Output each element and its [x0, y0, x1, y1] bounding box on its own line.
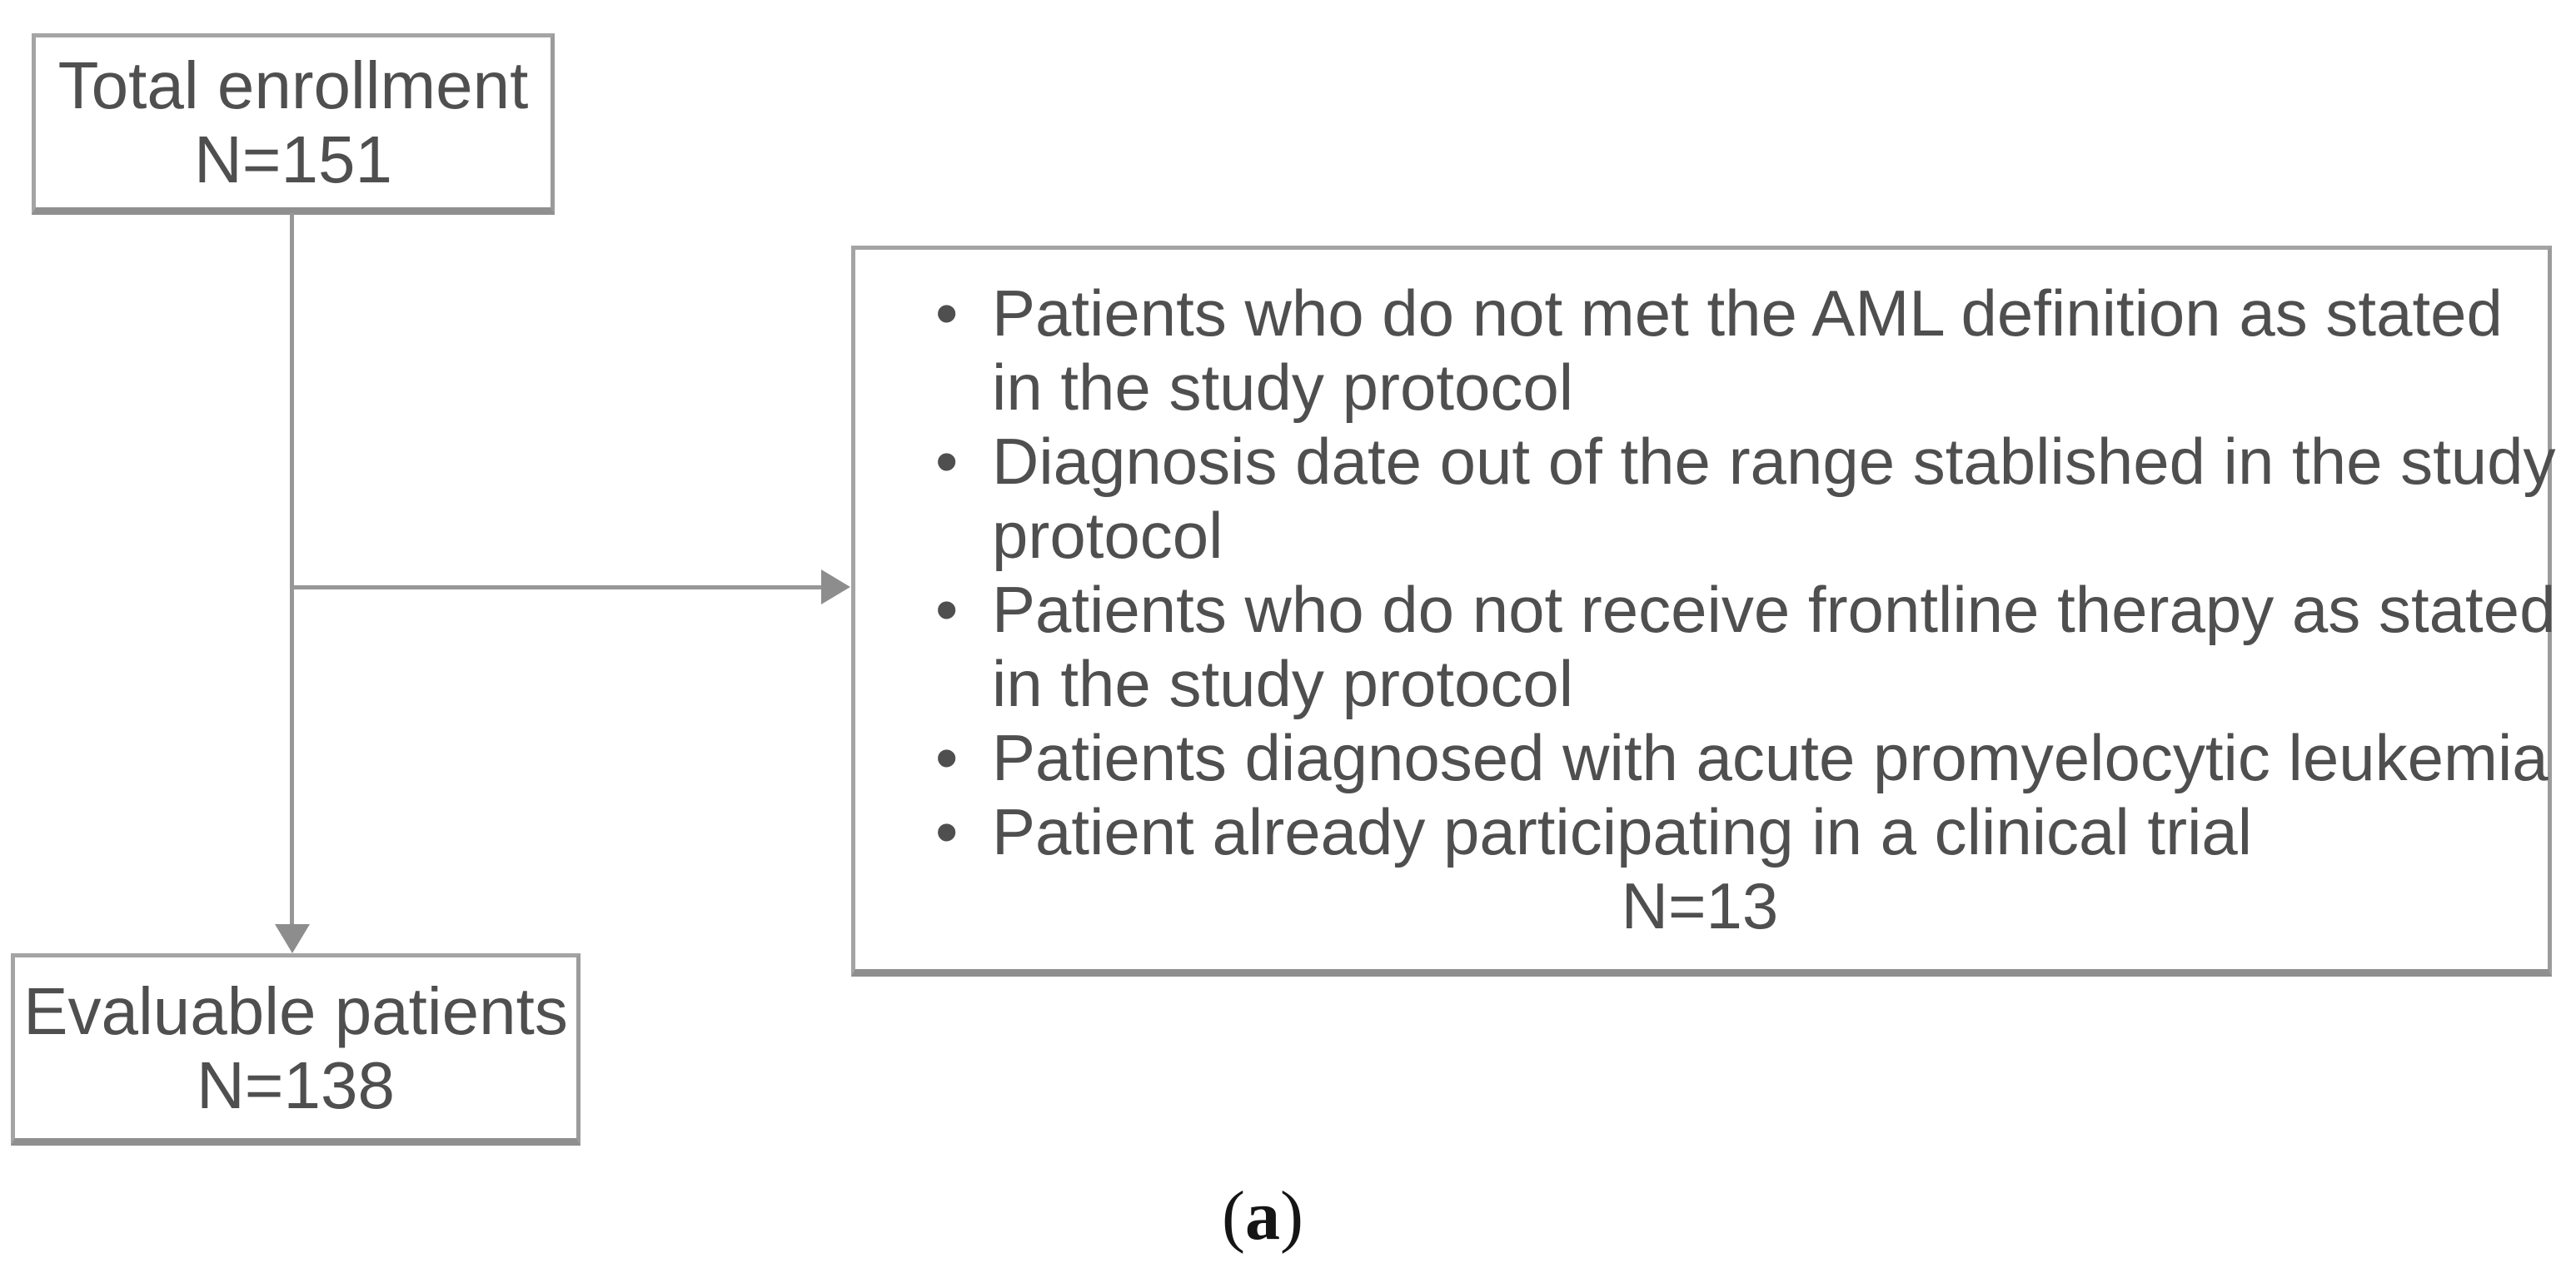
- exclusion-item: • Patient already participating in a clin…: [935, 795, 2514, 869]
- caption-paren-close: ): [1280, 1177, 1303, 1255]
- exclusion-criteria-box: • Patients who do not met the AML definit…: [851, 246, 2556, 977]
- exclusion-item-text: Patients who do not receive frontline th…: [992, 573, 2556, 646]
- exclusion-count: N=13: [1621, 869, 1779, 942]
- exclusion-item: • Patients who do not receive frontline t…: [935, 573, 2555, 721]
- exclusion-item: • Patients diagnosed with acute promyeloc…: [935, 721, 2549, 795]
- bullet-icon: •: [935, 795, 959, 868]
- exclusion-item-text: in the study protocol: [992, 351, 1574, 424]
- exclusion-item-text: in the study protocol: [992, 647, 1574, 720]
- bullet-icon: •: [935, 573, 959, 646]
- horizontal-connector-line: [293, 585, 826, 589]
- evaluable-patients-title: Evaluable patients: [23, 973, 568, 1048]
- exclusion-item: • Diagnosis date out of the range stablis…: [935, 425, 2556, 573]
- vertical-connector-line: [290, 213, 294, 927]
- bullet-icon: •: [935, 276, 959, 350]
- caption-paren-open: (: [1222, 1177, 1245, 1255]
- caption-label: a: [1245, 1177, 1280, 1255]
- evaluable-patients-count: N=138: [197, 1047, 395, 1122]
- total-enrollment-count: N=151: [194, 122, 392, 196]
- exclusion-item-text: Patient already participating in a clini…: [992, 795, 2253, 868]
- exclusion-item-text: Diagnosis date out of the range stablish…: [992, 425, 2556, 498]
- exclusion-item-text: Patients who do not met the AML definiti…: [992, 276, 2503, 350]
- exclusion-item-text: protocol: [992, 499, 1223, 572]
- evaluable-patients-box: Evaluable patients N=138: [11, 953, 580, 1146]
- exclusion-item-text: Patients diagnosed with acute promyelocy…: [992, 721, 2549, 794]
- figure-caption: (a): [1088, 1176, 1437, 1256]
- bullet-icon: •: [935, 721, 959, 794]
- arrow-down-icon: [275, 924, 310, 953]
- total-enrollment-title: Total enrollment: [57, 48, 529, 122]
- exclusion-item: • Patients who do not met the AML definit…: [935, 276, 2514, 425]
- arrow-right-icon: [821, 569, 850, 604]
- total-enrollment-box: Total enrollment N=151: [32, 33, 555, 215]
- bullet-icon: •: [935, 425, 959, 498]
